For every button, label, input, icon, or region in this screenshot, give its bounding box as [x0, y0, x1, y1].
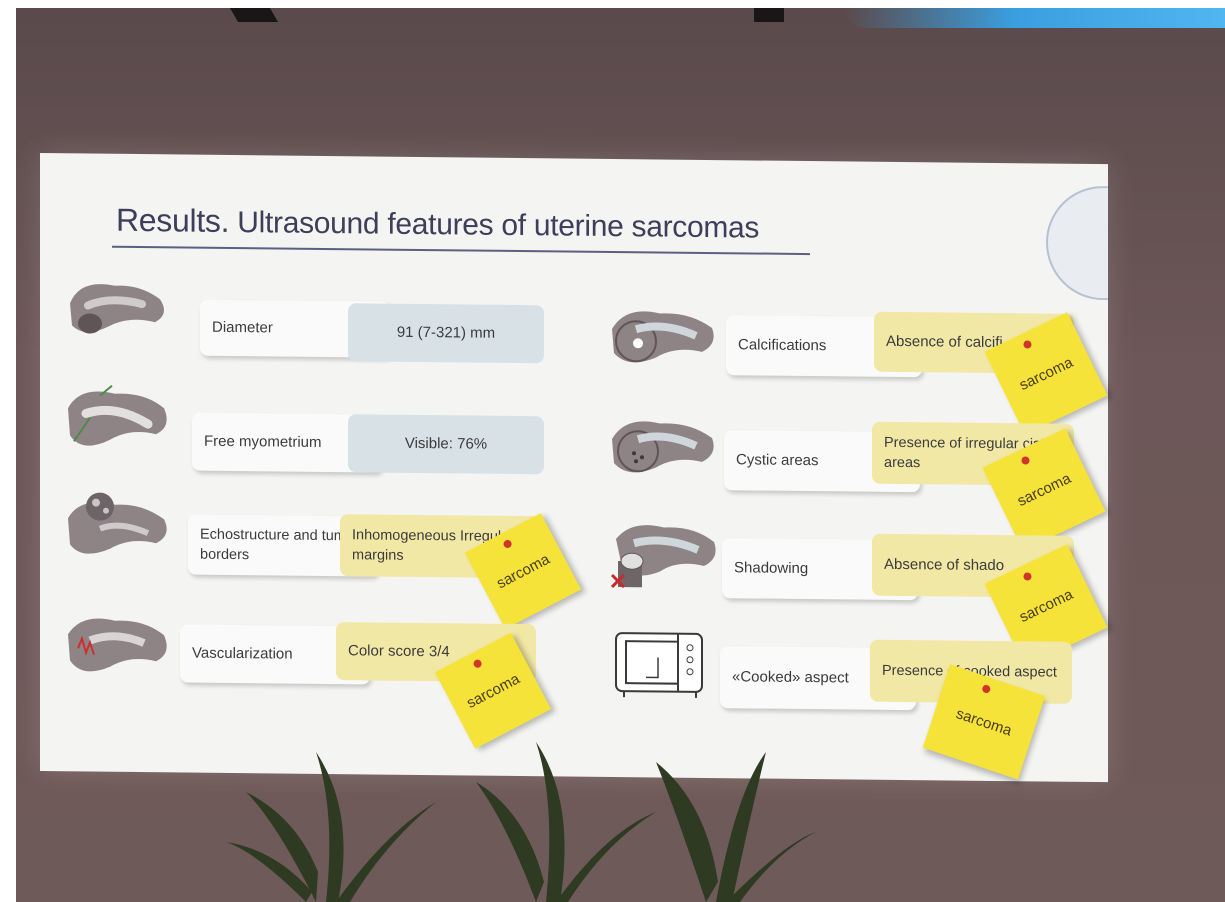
pin-icon	[1022, 571, 1033, 582]
title-lead: Results.	[116, 201, 230, 239]
uterus-echostructure-icon	[68, 492, 167, 554]
left-border	[0, 0, 16, 902]
pin-icon	[981, 683, 992, 695]
microwave-oven-icon	[615, 632, 703, 698]
pin-icon	[1022, 339, 1033, 350]
title-rest: Ultrasound features of uterine sarcomas	[229, 205, 760, 245]
pin-icon	[472, 658, 483, 670]
top-border	[0, 0, 1225, 8]
uterus-calcifications-icon	[612, 311, 714, 363]
uterus-myometrium-icon	[68, 384, 167, 446]
pin-icon	[502, 538, 513, 550]
uterus-vascularization-icon	[68, 618, 167, 672]
university-seal-logo	[1046, 185, 1108, 301]
dark-top-shape	[229, 8, 279, 22]
slide-title: Results. Ultrasound features of uterine …	[116, 202, 759, 246]
dark-top-shape	[754, 8, 784, 22]
uterus-diameter-icon	[70, 284, 164, 334]
sticky-text: sarcoma	[1016, 353, 1076, 394]
feature-value: 91 (7-321) mm	[348, 303, 544, 364]
uterus-cystic-icon	[612, 421, 714, 473]
presentation-room-background: Results. Ultrasound features of uterine …	[16, 8, 1225, 902]
sticky-text: sarcoma	[1016, 585, 1076, 626]
projected-slide: Results. Ultrasound features of uterine …	[40, 153, 1108, 783]
title-underline	[112, 245, 810, 256]
palm-plants	[226, 742, 816, 902]
sticky-text: sarcoma	[463, 669, 523, 712]
pin-icon	[1020, 455, 1031, 466]
corner-banner	[845, 8, 1225, 28]
sticky-text: sarcoma	[493, 550, 553, 592]
uterus-shadowing-icon	[610, 525, 716, 589]
sticky-text: sarcoma	[1014, 469, 1074, 510]
feature-value: Visible: 76%	[348, 414, 544, 475]
